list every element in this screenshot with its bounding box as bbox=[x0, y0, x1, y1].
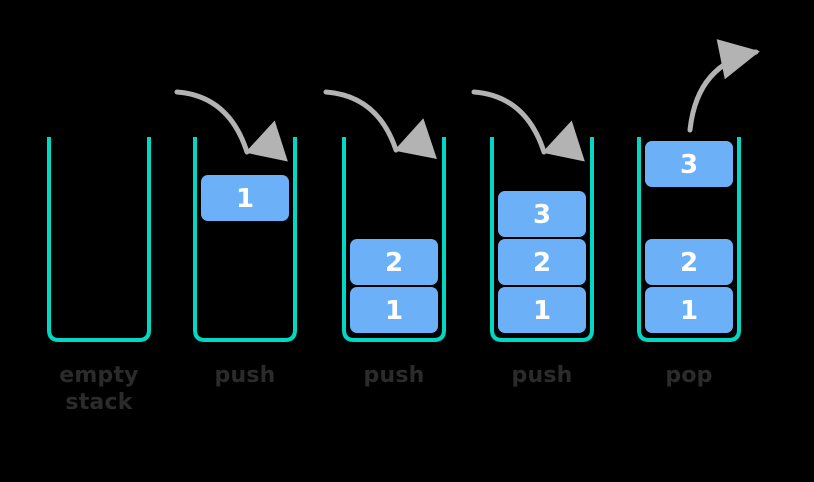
label-pop: pop bbox=[665, 363, 713, 388]
stack-cell-value: 1 bbox=[533, 296, 551, 326]
stack-container-stack-push-3 bbox=[490, 137, 594, 342]
stack-cell: 3 bbox=[645, 141, 733, 187]
stack-container-stack-push-2 bbox=[342, 137, 446, 342]
stack-cell: 2 bbox=[350, 239, 438, 285]
label-empty-stack: empty stack bbox=[59, 363, 139, 415]
stack-walls bbox=[637, 137, 741, 342]
stack-cell-box bbox=[498, 287, 586, 333]
stack-cell-box bbox=[498, 191, 586, 237]
stack-cell-value: 3 bbox=[680, 150, 698, 180]
stack-cell-value: 3 bbox=[533, 200, 551, 230]
stack-cell-box bbox=[645, 287, 733, 333]
label-push-3: push bbox=[511, 363, 573, 388]
stack-cell-box bbox=[350, 239, 438, 285]
stack-cell: 1 bbox=[645, 287, 733, 333]
stack-cell: 1 bbox=[201, 175, 289, 221]
stack-cell-box bbox=[645, 141, 733, 187]
stack-cell-box bbox=[350, 287, 438, 333]
stack-cell-value: 1 bbox=[680, 296, 698, 326]
stack-walls bbox=[342, 137, 446, 342]
push-arrow bbox=[471, 89, 585, 162]
stack-cell: 2 bbox=[498, 239, 586, 285]
stack-containers-layer bbox=[47, 137, 741, 342]
stack-cell: 2 bbox=[645, 239, 733, 285]
stack-walls bbox=[490, 137, 594, 342]
push-arrow bbox=[323, 89, 437, 159]
stack-cell: 1 bbox=[350, 287, 438, 333]
stack-container-stack-push-1 bbox=[193, 137, 297, 342]
stack-cell-value: 1 bbox=[236, 184, 254, 214]
stack-container-stack-empty bbox=[47, 137, 151, 342]
stack-cell-box bbox=[201, 175, 289, 221]
stack-cell: 1 bbox=[498, 287, 586, 333]
stack-cell-value: 1 bbox=[385, 296, 403, 326]
push-arrow bbox=[174, 89, 288, 162]
stack-cell-value: 2 bbox=[533, 248, 551, 278]
pop-arrow bbox=[687, 39, 760, 133]
operation-arrows-layer bbox=[174, 39, 760, 162]
stack-cells-layer: 1 2 1 3 2 1 3 2 1 bbox=[201, 141, 733, 333]
stack-walls bbox=[47, 137, 151, 342]
stack-cell-value: 2 bbox=[385, 248, 403, 278]
stack-cell-box bbox=[498, 239, 586, 285]
stack-cell-value: 2 bbox=[680, 248, 698, 278]
stack-container-stack-pop bbox=[637, 137, 741, 342]
label-push-1: push bbox=[214, 363, 276, 388]
stack-cell: 3 bbox=[498, 191, 586, 237]
label-push-2: push bbox=[363, 363, 425, 388]
stack-walls bbox=[193, 137, 297, 342]
stack-cell-box bbox=[645, 239, 733, 285]
